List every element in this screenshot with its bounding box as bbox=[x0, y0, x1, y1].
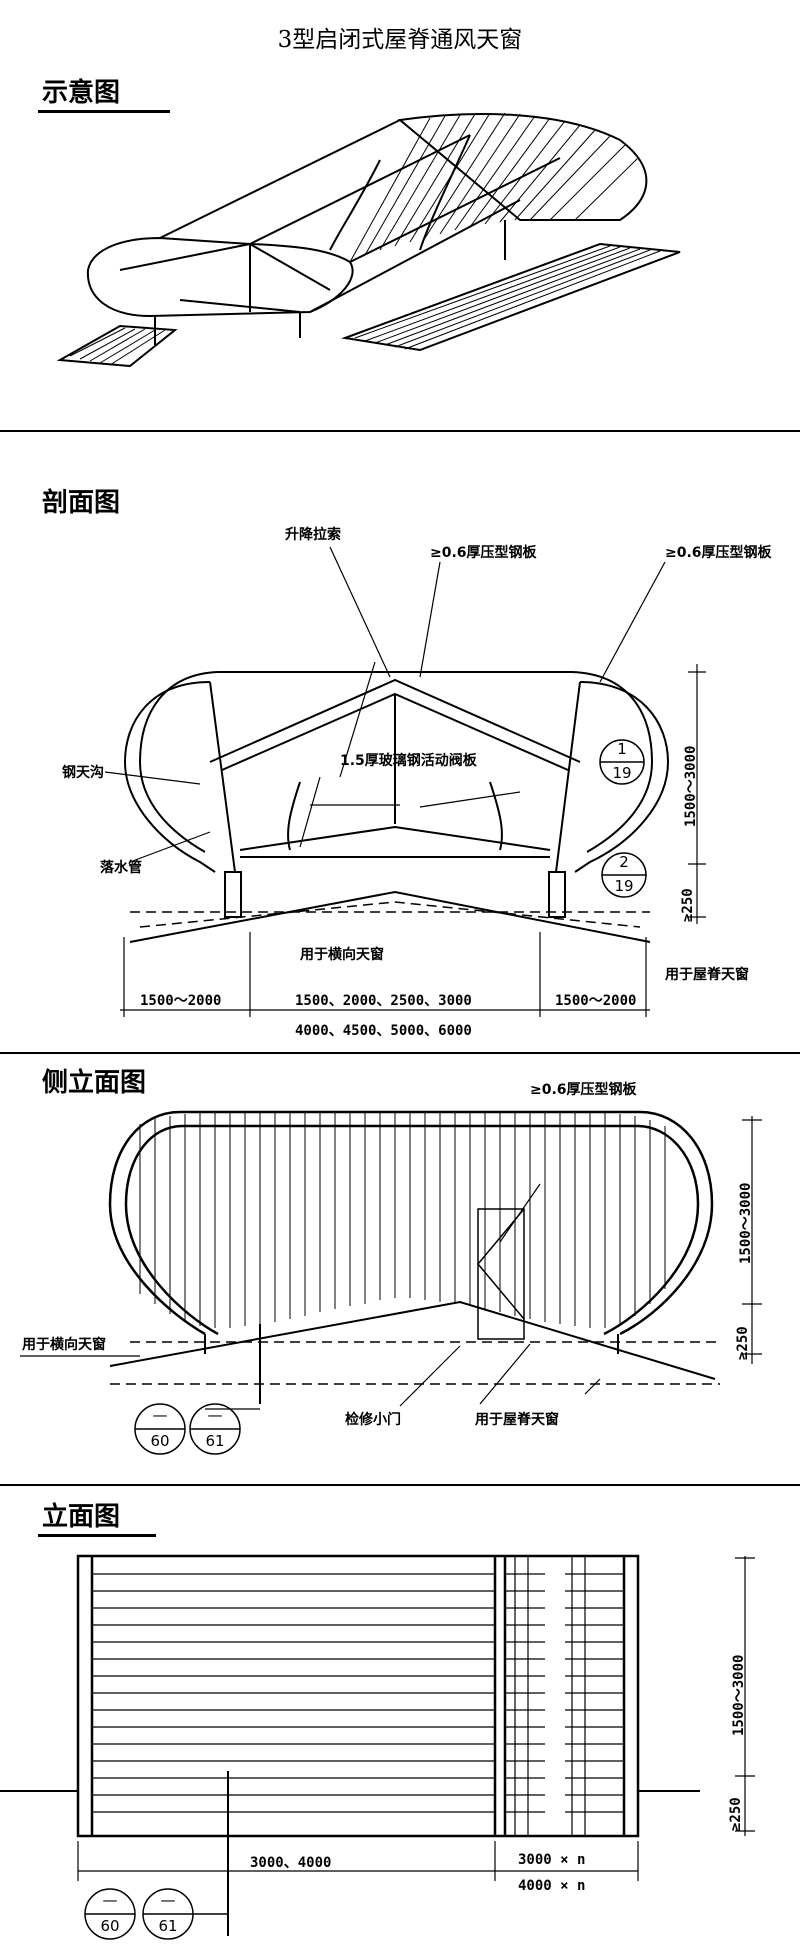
ref-61-bottom: 61 bbox=[205, 1432, 225, 1450]
dim-left: 1500～2000 bbox=[140, 993, 222, 1009]
label-downpipe: 落水管 bbox=[100, 860, 142, 876]
dim-height: 1500～3000 bbox=[731, 1654, 747, 1736]
dim-right-2: 4000 × n bbox=[518, 1878, 586, 1894]
label-gutter: 钢天沟 bbox=[62, 765, 104, 781]
side-elevation-drawing bbox=[20, 1110, 762, 1455]
label-access-door: 检修小门 bbox=[345, 1412, 401, 1428]
ref-61-bottom: 61 bbox=[158, 1917, 178, 1935]
ref-61-top: — bbox=[160, 1891, 176, 1909]
elevation-title-underline bbox=[38, 1534, 156, 1537]
ref-2-top: 2 bbox=[619, 853, 629, 871]
dim-base: ≥250 bbox=[728, 1797, 744, 1831]
ref-60-bottom: 60 bbox=[150, 1432, 170, 1450]
elevation-panel: 立面图 bbox=[0, 1486, 800, 1945]
label-lift-cable: 升降拉索 bbox=[285, 527, 341, 543]
elevation-drawing bbox=[0, 1554, 755, 1940]
ref-60-top: — bbox=[102, 1891, 118, 1909]
schematic-panel: 3型启闭式屋脊通风天窗 示意图 bbox=[0, 0, 800, 432]
dim-right: 1500～2000 bbox=[555, 993, 637, 1009]
dim-height: 1500～3000 bbox=[738, 1182, 754, 1264]
side-elevation-title: 侧立面图 bbox=[42, 1068, 147, 1098]
ref-61-top: — bbox=[207, 1406, 223, 1424]
label-steel-sheet-left: ≥0.6厚压型钢板 bbox=[430, 545, 537, 561]
side-elevation-panel: 侧立面图 bbox=[0, 1054, 800, 1486]
ref-2-bottom: 19 bbox=[614, 877, 634, 895]
dim-right-1: 3000 × n bbox=[518, 1852, 586, 1868]
dim-base: ≥250 bbox=[735, 1326, 751, 1360]
section-title: 剖面图 bbox=[42, 488, 121, 518]
label-steel-sheet-right: ≥0.6厚压型钢板 bbox=[665, 545, 772, 561]
label-for-transverse: 用于横向天窗 bbox=[22, 1337, 106, 1353]
label-for-transverse: 用于横向天窗 bbox=[300, 947, 384, 963]
dim-base: ≥250 bbox=[680, 888, 696, 922]
schematic-title-underline bbox=[38, 110, 170, 113]
dim-middle-2: 4000、4500、5000、6000 bbox=[295, 1023, 472, 1039]
dim-height: 1500～3000 bbox=[683, 745, 699, 827]
dim-middle-1: 1500、2000、2500、3000 bbox=[295, 993, 472, 1009]
drawing-title: 3型启闭式屋脊通风天窗 bbox=[277, 27, 523, 53]
label-for-ridge: 用于屋脊天窗 bbox=[665, 967, 749, 983]
ref-60-bottom: 60 bbox=[100, 1917, 120, 1935]
label-for-ridge: 用于屋脊天窗 bbox=[475, 1412, 559, 1428]
label-valve-plate: 1.5厚玻璃钢活动阀板 bbox=[340, 753, 477, 769]
ref-1-top: 1 bbox=[617, 740, 627, 758]
dim-left: 3000、4000 bbox=[250, 1855, 332, 1871]
elevation-title: 立面图 bbox=[42, 1502, 121, 1532]
schematic-title: 示意图 bbox=[42, 78, 121, 108]
section-drawing bbox=[104, 546, 706, 1017]
label-steel-sheet: ≥0.6厚压型钢板 bbox=[530, 1082, 637, 1098]
ref-60-top: — bbox=[152, 1406, 168, 1424]
section-panel: 剖面图 bbox=[0, 432, 800, 1054]
schematic-drawing bbox=[56, 112, 681, 368]
ref-1-bottom: 19 bbox=[612, 764, 632, 782]
